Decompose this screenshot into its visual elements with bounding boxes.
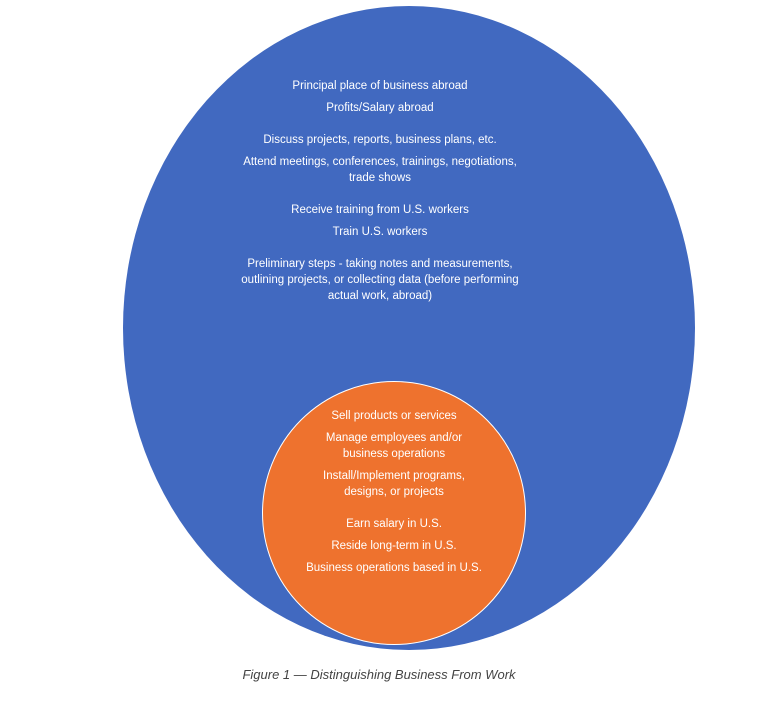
business-item: Preliminary steps - taking notes and mea… bbox=[247, 258, 513, 270]
business-item: outlining projects, or collecting data (… bbox=[241, 274, 519, 286]
business-item: trade shows bbox=[348, 172, 411, 184]
work-circle bbox=[262, 381, 526, 645]
business-item: Receive training from U.S. workers bbox=[291, 204, 469, 216]
work-item: Sell products or services bbox=[331, 410, 457, 422]
business-item: Train U.S. workers bbox=[332, 226, 428, 238]
work-item: business operations bbox=[342, 448, 446, 460]
business-item: Principal place of business abroad bbox=[292, 80, 468, 92]
business-item: Profits/Salary abroad bbox=[326, 102, 434, 114]
work-item: designs, or projects bbox=[344, 486, 444, 498]
business-vs-work-diagram: Principal place of business abroad Profi… bbox=[123, 6, 695, 650]
business-activities-text: Principal place of business abroad Profi… bbox=[210, 78, 550, 304]
work-item: Reside long-term in U.S. bbox=[331, 540, 457, 552]
work-item: Business operations based in U.S. bbox=[306, 562, 482, 574]
business-item: Discuss projects, reports, business plan… bbox=[263, 134, 497, 146]
work-item: Manage employees and/or bbox=[325, 432, 463, 444]
work-activities-text: Sell products or services Manage employe… bbox=[270, 408, 518, 576]
work-item: Install/Implement programs, bbox=[323, 470, 465, 482]
work-item: Earn salary in U.S. bbox=[346, 518, 442, 530]
business-item: Attend meetings, conferences, trainings,… bbox=[243, 156, 517, 168]
figure-caption: Figure 1 — Distinguishing Business From … bbox=[242, 667, 516, 682]
business-item: actual work, abroad) bbox=[327, 290, 433, 302]
